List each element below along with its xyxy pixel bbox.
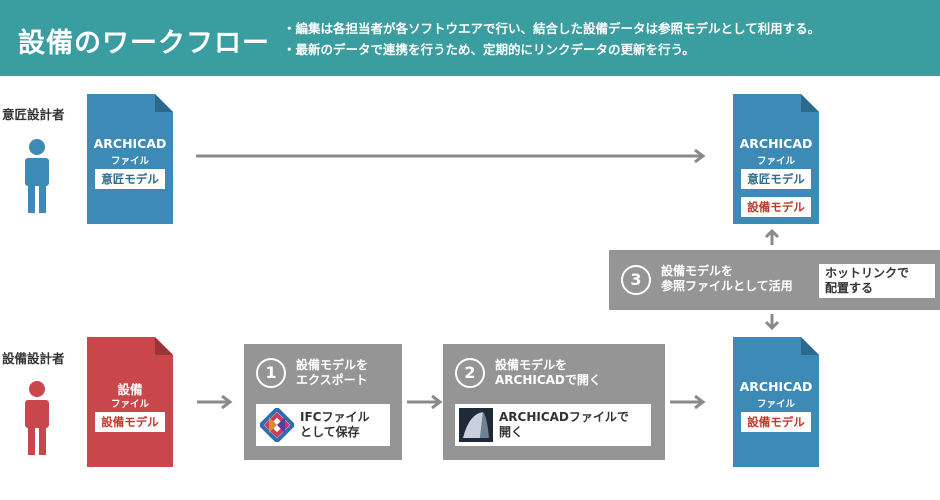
file-title: 設備 bbox=[117, 382, 143, 397]
blue-file-icon bbox=[87, 94, 173, 224]
step3-card-line-2: 配置する bbox=[825, 281, 874, 295]
header-note-2: ・最新のデータで連携を行うため、定期的にリンクデータの更新を行う。 bbox=[283, 42, 695, 57]
step1-text: 設備モデルを エクスポート bbox=[296, 358, 368, 388]
header-banner: 設備のワークフロー ・編集は各担当者が各ソフトウエアで行い、結合した設備データは… bbox=[0, 0, 940, 76]
step2-card-line-1: ARCHICADファイルで bbox=[499, 410, 629, 424]
step1-card-line-2: として保存 bbox=[300, 425, 360, 439]
arrow-right-icon bbox=[197, 395, 233, 409]
file-subtitle: ファイル bbox=[110, 156, 149, 167]
step3-text: 設備モデルを 参照ファイルとして活用 bbox=[661, 264, 793, 294]
model-tag: 意匠モデル bbox=[95, 169, 165, 189]
step2-card-text: ARCHICADファイルで 開く bbox=[499, 410, 629, 440]
step1-number: 1 bbox=[256, 358, 286, 388]
step3-card-line-1: ホットリンクで bbox=[825, 266, 910, 280]
step3-line-2: 参照ファイルとして活用 bbox=[661, 279, 793, 293]
long-arrow-icon bbox=[196, 149, 706, 163]
model-tag-architect: 意匠モデル bbox=[741, 169, 811, 189]
arrow-right-icon bbox=[407, 395, 443, 409]
step2-line-2: ARCHICADで開く bbox=[495, 373, 601, 387]
step3-line-1: 設備モデルを bbox=[661, 264, 734, 278]
model-tag-mep: 設備モデル bbox=[741, 197, 811, 217]
step1-line-1: 設備モデルを bbox=[296, 358, 369, 372]
up-arrow-icon bbox=[764, 228, 780, 245]
step1-card-line-1: IFCファイル bbox=[300, 410, 370, 424]
archicad-logo-icon bbox=[459, 408, 493, 442]
file-title: ARCHICAD bbox=[739, 136, 813, 151]
step1-line-2: エクスポート bbox=[296, 373, 368, 387]
role-label-architect: 意匠設計者 bbox=[2, 107, 65, 122]
step3-number: 3 bbox=[621, 265, 651, 295]
step2-box: 2 設備モデルを ARCHICADで開く ARCHICADファイルで 開く bbox=[443, 344, 665, 460]
model-tag: 設備モデル bbox=[95, 412, 165, 432]
architect-target-file: ARCHICAD ファイル 意匠モデル 設備モデル bbox=[733, 94, 819, 224]
step1-box: 1 設備モデルを エクスポート IFCファイル として保存 bbox=[244, 344, 402, 460]
model-tag: 設備モデル bbox=[741, 412, 811, 432]
step3-card-text: ホットリンクで 配置する bbox=[825, 266, 909, 296]
blue-file-icon bbox=[733, 94, 819, 224]
file-subtitle: ファイル bbox=[756, 399, 795, 410]
step2-number: 2 bbox=[455, 358, 485, 388]
header-note-1: ・編集は各担当者が各ソフトウエアで行い、結合した設備データは参照モデルとして利用… bbox=[283, 21, 821, 36]
file-title: ARCHICAD bbox=[739, 379, 813, 394]
step2-card-line-2: 開く bbox=[499, 425, 524, 439]
red-file-icon bbox=[87, 337, 173, 467]
step2-line-1: 設備モデルを bbox=[495, 358, 568, 372]
step3-card: ホットリンクで 配置する bbox=[819, 264, 935, 298]
down-arrow-icon bbox=[764, 314, 780, 331]
file-subtitle: ファイル bbox=[756, 156, 795, 167]
step2-text: 設備モデルを ARCHICADで開く bbox=[495, 358, 601, 388]
step1-card: IFCファイル として保存 bbox=[256, 404, 390, 446]
mep-target-file: ARCHICAD ファイル 設備モデル bbox=[733, 337, 819, 467]
architect-source-file: ARCHICAD ファイル 意匠モデル bbox=[87, 94, 173, 224]
file-title: ARCHICAD bbox=[93, 136, 167, 151]
ifc-logo-icon bbox=[260, 408, 294, 442]
step1-card-text: IFCファイル として保存 bbox=[300, 410, 369, 440]
page-title: 設備のワークフロー bbox=[18, 28, 270, 59]
step3-box: 3 設備モデルを 参照ファイルとして活用 ホットリンクで 配置する bbox=[609, 250, 940, 310]
arrow-right-icon bbox=[670, 395, 706, 409]
architect-person-icon bbox=[22, 138, 52, 218]
file-subtitle: ファイル bbox=[110, 399, 149, 410]
mep-source-file: 設備 ファイル 設備モデル bbox=[87, 337, 173, 467]
blue-file-icon bbox=[733, 337, 819, 467]
role-label-mep: 設備設計者 bbox=[2, 351, 65, 366]
header-notes: ・編集は各担当者が各ソフトウエアで行い、結合した設備データは参照モデルとして利用… bbox=[283, 18, 820, 60]
step2-card: ARCHICADファイルで 開く bbox=[455, 404, 651, 446]
mep-person-icon bbox=[22, 380, 52, 460]
